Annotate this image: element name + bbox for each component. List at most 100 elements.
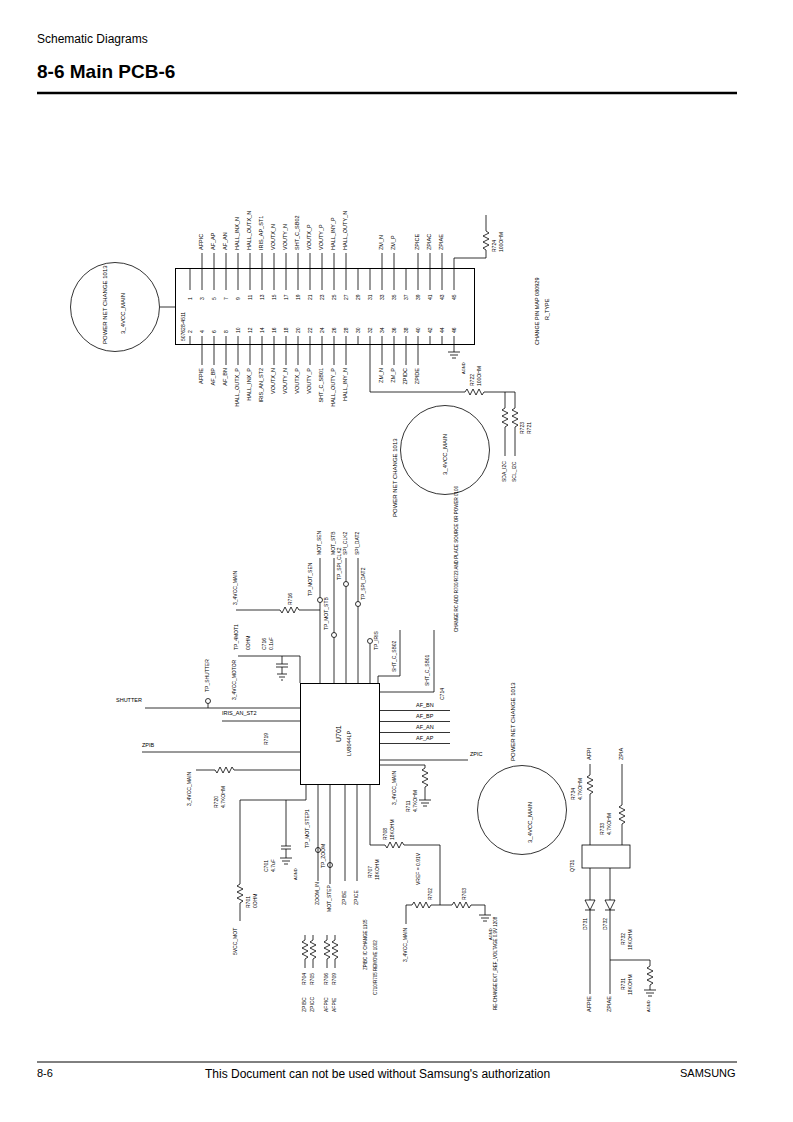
- pin-number: 41: [428, 294, 433, 300]
- signal-label: R732: [621, 933, 626, 945]
- test-point: [332, 633, 337, 638]
- signal-label: HALL_INX_P: [247, 368, 253, 401]
- signal-label: R716: [288, 593, 293, 605]
- signal-label: VREF = 0.91V: [416, 853, 421, 885]
- pin-number: 43: [440, 294, 445, 300]
- pin-number: 23: [320, 294, 325, 300]
- signal-label: AF_AP: [416, 736, 433, 742]
- signal-label: TP_MOT_STEP1: [305, 809, 310, 848]
- signal-label: C701: [264, 860, 269, 872]
- signal-label: 4.7KOHM: [221, 786, 226, 808]
- signal-label: HALL_INY_P: [331, 217, 337, 250]
- signal-label: TP_SPI_CLK2: [337, 547, 342, 580]
- signal-label: R711: [406, 800, 411, 812]
- pin-number: 3: [200, 297, 205, 300]
- signal-label: AF_AP: [211, 233, 217, 250]
- signal-label: R705: [310, 973, 315, 985]
- signal-label: VOUTY_P: [319, 224, 325, 250]
- node-text: LV8044LP: [347, 731, 353, 756]
- signal-label: IRIS_AP_ST1: [259, 216, 265, 250]
- signal-label: ZPICE: [354, 890, 359, 905]
- signal-label: R731: [621, 978, 626, 990]
- power-net-circle: POWER NET CHANGE 10133_4VCC_MAIN: [70, 262, 160, 352]
- signal-label: SCL_I2C: [512, 462, 517, 482]
- pin-number: 16: [272, 327, 277, 333]
- signal-label: 0OHM: [246, 636, 251, 650]
- signal-label: AF_BN: [416, 703, 434, 709]
- node-heading: 507628-4511: [181, 312, 186, 341]
- circle-outline: [70, 262, 160, 352]
- page-title: 8-6 Main PCB-6: [37, 62, 175, 81]
- pin-number: 30: [356, 327, 361, 333]
- connector-pin-stubs: [190, 268, 454, 345]
- test-point: [368, 639, 373, 644]
- test-point: [344, 582, 349, 587]
- signal-label: 18KOHM: [628, 974, 633, 995]
- header-rule: [37, 92, 737, 95]
- power-net-circle: POWER NET CHANGE 10133_4VCC_MAIN: [400, 405, 490, 495]
- pin-number: 25: [332, 294, 337, 300]
- signal-label: AF_BN: [223, 368, 229, 386]
- signal-label: ZPIAC: [427, 234, 433, 250]
- signal-label: SDA_I2C: [502, 461, 507, 482]
- node-heading: U701: [335, 725, 342, 742]
- pin-number: 22: [308, 327, 313, 333]
- signal-label: TP_ZOOM: [321, 844, 326, 868]
- signal-label: 3_4VCC_MAIN: [403, 928, 408, 962]
- test-point: [206, 699, 211, 704]
- pin-number: 46: [452, 327, 457, 333]
- signal-label: IRIS_AN_ST2: [222, 711, 257, 717]
- signal-label: SHT_C_SB01: [319, 368, 325, 403]
- pin-number: 37: [404, 294, 409, 300]
- node-heading: POWER NET CHANGE 1013: [392, 438, 398, 517]
- signal-label: SHT_C_SB01: [425, 655, 430, 686]
- signal-label: 3_4VCC_MAIN: [187, 772, 192, 806]
- signal-label: HALL_INY_N: [343, 368, 349, 401]
- pin-number: 31: [368, 294, 373, 300]
- page-text: This Document can not be used without Sa…: [205, 1068, 550, 1080]
- signal-label: R734: [571, 788, 576, 800]
- test-point: [318, 598, 323, 603]
- sensor-wires: [587, 764, 656, 996]
- chip-top-wires: [238, 558, 434, 692]
- signal-label: 4.7KOHM: [607, 813, 612, 835]
- footer-rule: [37, 1062, 737, 1063]
- signal-label: ZPICC: [310, 997, 315, 1012]
- signal-label: R_TYPE: [545, 299, 551, 320]
- signal-label: R708: [383, 828, 388, 840]
- signal-label: AF_BP: [416, 714, 433, 720]
- signal-label: ZM_N: [379, 368, 385, 383]
- pin-number: 28: [344, 327, 349, 333]
- signal-label: ZPIDE: [415, 368, 421, 384]
- signal-label: 18KOHM: [628, 929, 633, 950]
- signal-label: C716: [262, 638, 267, 650]
- pin-number: 20: [296, 327, 301, 333]
- signal-label: R721: [527, 422, 532, 434]
- signal-label: 0.1uF: [269, 637, 274, 650]
- signal-label: R720: [214, 796, 219, 808]
- signal-label: VOUTY_N: [283, 224, 289, 250]
- signal-label: 4.7uF: [271, 859, 276, 872]
- node-text: 3_4VCC_MAIN: [120, 293, 126, 334]
- circle-outline: [478, 766, 567, 855]
- signal-label: CHANGE PIN MAP 080929: [535, 278, 541, 345]
- connector-top-wires: [202, 253, 442, 268]
- pin-number: 4: [200, 330, 205, 333]
- pin-number: 29: [356, 294, 361, 300]
- signal-label: AF_AN: [223, 232, 229, 250]
- pin-number: 19: [296, 294, 301, 300]
- pin-number: 42: [428, 327, 433, 333]
- pullup-resistor-wire: [454, 215, 489, 268]
- signal-label: 100OHM: [477, 366, 482, 386]
- signal-label: RE-CHANGE EXT_REF_VOLTAGE 0.9V 1208: [494, 917, 499, 1010]
- signal-label: 0OHM: [253, 894, 258, 908]
- pin-number: 11: [248, 295, 253, 300]
- node-text: 3_4VCC_MAIN: [442, 434, 448, 475]
- signal-label: SHT_C_SB02: [392, 641, 397, 672]
- signal-label: AFPIE: [199, 368, 205, 384]
- signal-label: TP_4MOT1: [234, 624, 239, 650]
- signal-label: R722: [470, 374, 475, 386]
- signal-label: TP_MOT_SEN: [308, 563, 313, 596]
- signal-label: 4.7KOHM: [578, 778, 583, 800]
- signal-label: 18KOHM: [390, 819, 395, 840]
